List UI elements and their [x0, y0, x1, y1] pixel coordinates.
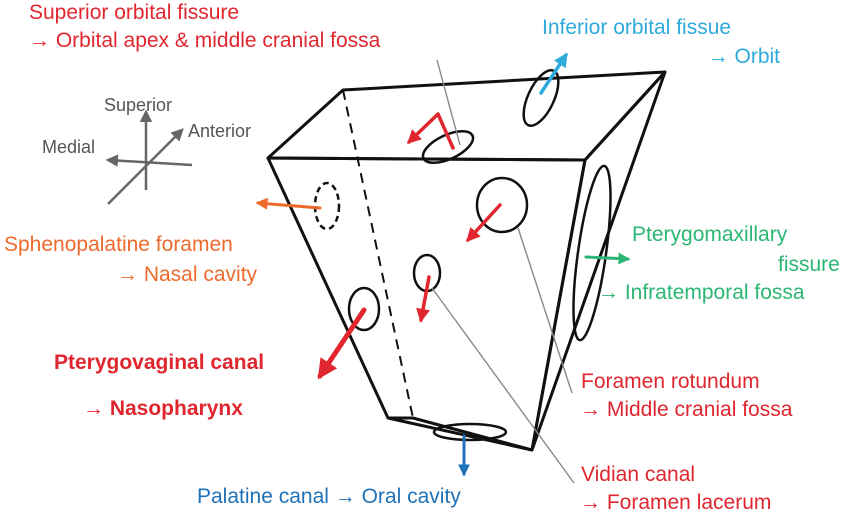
vidian-arrow	[416, 275, 431, 323]
orientation-axes	[105, 109, 193, 205]
label-pterygovaginal-canal: Pterygovaginal canal	[54, 351, 265, 374]
anterior-axis	[107, 128, 184, 205]
axis-label-anterior: Anterior	[188, 121, 252, 141]
label-inferior-orbital-fissure: Inferior orbital fissue	[542, 16, 732, 39]
leader-superior-orbital	[436, 59, 461, 146]
label-foramen-rotundum: Foramen rotundum	[581, 370, 760, 393]
leader-rotundum	[517, 227, 573, 394]
label-foramen-rotundum-dest: → Middle cranial fossa	[580, 398, 793, 421]
arrows	[255, 52, 631, 477]
label-pterygomaxillary-fissure: Pterygomaxillary	[632, 223, 788, 246]
rotundum-opening	[475, 176, 529, 234]
rotundum-arrow	[466, 203, 502, 243]
top-face	[266, 70, 667, 162]
leader-lines	[431, 59, 575, 484]
label-sphenopalatine-foramen-dest: → Nasal cavity	[117, 263, 258, 286]
label-inferior-orbital-fissure-dest: → Orbit	[707, 45, 780, 68]
label-superior-orbital-fissure: Superior orbital fissure	[29, 1, 240, 24]
side-face	[530, 70, 667, 452]
axis-label-medial: Medial	[42, 137, 96, 157]
inferior-orbital-opening	[522, 69, 560, 127]
label-vidian-canal: Vidian canal	[581, 463, 696, 486]
leader-vidian	[431, 287, 575, 484]
sphenopalatine-opening	[313, 181, 341, 231]
superior-orbital-arrow	[406, 112, 455, 150]
pterygomaxillary-arrow	[584, 252, 631, 265]
hidden-edge	[342, 89, 414, 419]
pterygovaginal-opening	[347, 286, 381, 332]
label-pterygovaginal-canal-dest: → Nasopharynx	[83, 397, 243, 420]
inferior-orbital-arrow	[539, 52, 568, 95]
sphenopalatine-arrow	[255, 197, 322, 210]
axis-label-superior: Superior	[104, 95, 173, 115]
pterygovaginal-arrow	[317, 307, 367, 380]
superior-orbital-opening	[421, 129, 475, 165]
label-sphenopalatine-foramen: Sphenopalatine foramen	[4, 233, 233, 256]
label-palatine-canal: Palatine canal → Oral cavity	[197, 485, 461, 508]
label-superior-orbital-fissure-dest: → Orbital apex & middle cranial fossa	[29, 29, 381, 52]
label-vidian-canal-dest: → Foramen lacerum	[580, 491, 772, 514]
openings	[313, 69, 612, 442]
pterygomaxillary-opening	[572, 164, 612, 342]
palatine-opening	[432, 422, 508, 442]
label-pterygomaxillary-fissure-dest: → Infratemporal fossa	[598, 281, 805, 304]
medial-axis	[105, 154, 193, 167]
label-pterygomaxillary-fissure-2: fissure	[778, 253, 840, 276]
